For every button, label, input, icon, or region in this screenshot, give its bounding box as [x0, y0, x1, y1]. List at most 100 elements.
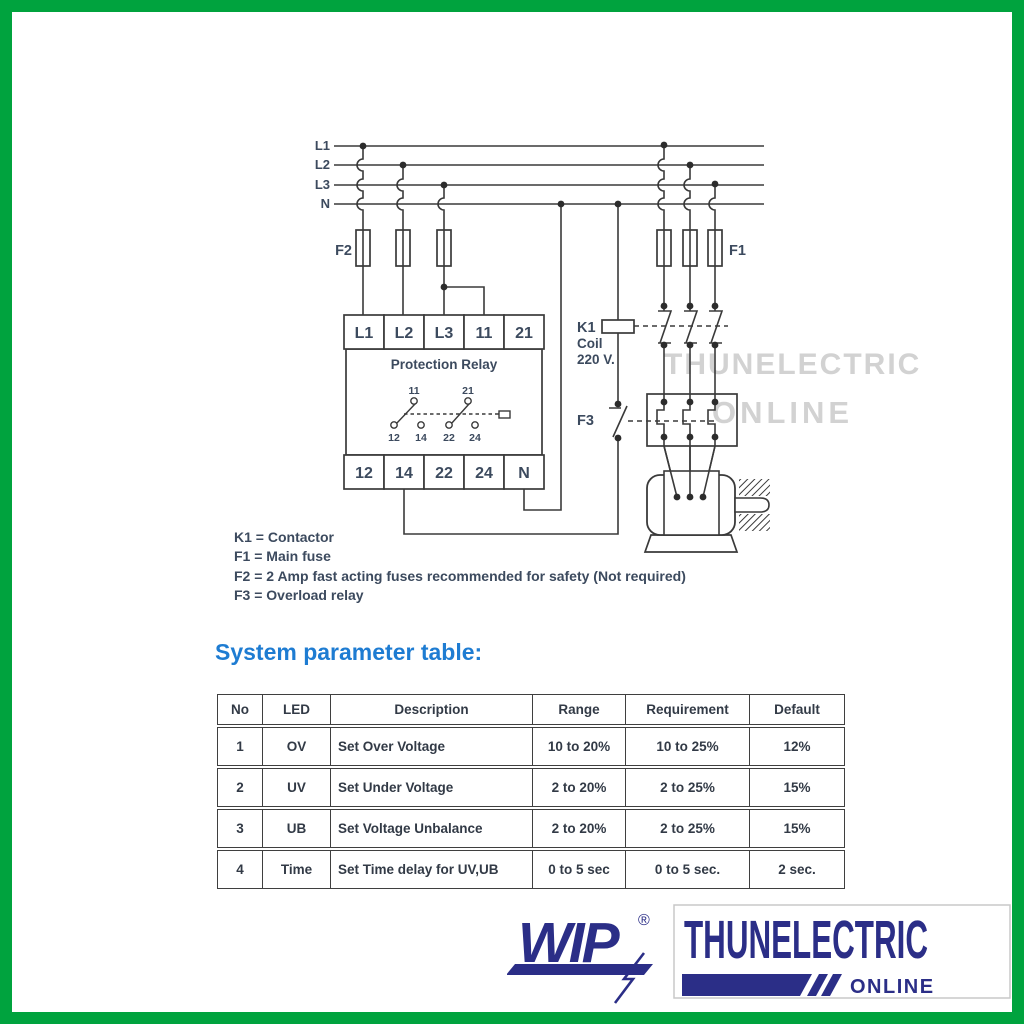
wires — [334, 145, 764, 535]
label-f2: F2 — [335, 243, 352, 259]
col-header-range: Range — [532, 694, 625, 725]
cell-led: UB — [262, 809, 330, 848]
store-logo-text: THUNELECTRIC — [684, 910, 928, 970]
cell-led: OV — [262, 727, 330, 766]
branding: WIP ® THUNELECTRIC ONLINE — [507, 904, 1011, 1004]
tap-l2-wire — [396, 165, 404, 315]
col-header-no: No — [217, 694, 262, 725]
diagram-labels: L1 L2 L3 N F2 F1 K1 Coil 220 V. F3 Prote… — [315, 138, 746, 482]
fuses — [355, 229, 723, 334]
store-logo-sub-text: ONLINE — [850, 976, 935, 998]
cell-default: 12% — [749, 727, 845, 766]
label-coil-voltage: 220 V. — [577, 352, 615, 367]
legend: K1 = Contactor F1 = Main fuse F2 = 2 Amp… — [234, 528, 686, 605]
motor-shaft — [734, 497, 770, 513]
bearing-hatch-top — [739, 479, 770, 496]
motor — [643, 445, 770, 553]
cell-led: UV — [262, 768, 330, 807]
cell-no: 1 — [217, 727, 262, 766]
label-coil: Coil — [577, 336, 603, 351]
cell-led: Time — [262, 850, 330, 889]
table-row: 3 UB Set Voltage Unbalance 2 to 20% 2 to… — [217, 809, 845, 848]
store-logo-bar — [682, 974, 812, 996]
terminal-bot-12: 12 — [355, 465, 373, 482]
cell-description: Set Over Voltage — [330, 727, 532, 766]
table-header-row: No LED Description Range Requirement Def… — [217, 694, 845, 725]
legend-k1: K1 = Contactor — [234, 529, 334, 545]
parameter-table: No LED Description Range Requirement Def… — [217, 692, 845, 891]
bus-label-l3: L3 — [315, 177, 330, 192]
cell-requirement: 10 to 25% — [625, 727, 749, 766]
fuse-f2-2 — [395, 229, 411, 267]
fuse-f1-1 — [656, 229, 672, 267]
terminal-bot-n: N — [518, 465, 530, 482]
contact-point-labels: 11 21 12 14 22 24 — [388, 385, 481, 444]
overload-relay-box — [646, 393, 738, 447]
terminal-bot-22: 22 — [435, 465, 453, 482]
watermark-store-name: THUNELECTRIC — [664, 348, 922, 381]
fuse-f2-1 — [355, 229, 371, 267]
relay-title: Protection Relay — [391, 357, 498, 372]
motor-leads — [663, 445, 716, 498]
phase-a-wire — [656, 145, 678, 498]
watermark-online: ONLINE — [712, 395, 854, 430]
protection-relay-block — [343, 314, 545, 490]
cell-default: 2 sec. — [749, 850, 845, 889]
cell-no: 4 — [217, 850, 262, 889]
cell-description: Set Time delay for UV,UB — [330, 850, 532, 889]
store-logo: THUNELECTRIC ONLINE — [673, 904, 1011, 999]
label-f1: F1 — [729, 243, 746, 259]
cell-default: 15% — [749, 809, 845, 848]
cell-requirement: 2 to 25% — [625, 768, 749, 807]
col-header-requirement: Requirement — [625, 694, 749, 725]
cell-range: 10 to 20% — [532, 727, 625, 766]
wip-logo: WIP ® — [507, 911, 653, 1004]
relay-internal-contacts — [390, 397, 511, 429]
cell-description: Set Under Voltage — [330, 768, 532, 807]
col-header-description: Description — [330, 694, 532, 725]
legend-f3: F3 = Overload relay — [234, 586, 364, 603]
cell-no: 2 — [217, 768, 262, 807]
bus-label-n: N — [321, 196, 330, 211]
tap-l3-wire — [437, 185, 485, 315]
fuse-f1-3 — [707, 229, 723, 267]
terminal-bot-24: 24 — [475, 465, 493, 482]
cell-default: 15% — [749, 768, 845, 807]
terminal-top-l1: L1 — [355, 325, 374, 342]
k1-coil-symbol — [601, 319, 635, 334]
terminal-top-11: 11 — [476, 325, 493, 342]
terminal-top-l2: L2 — [395, 325, 414, 342]
table-row: 4 Time Set Time delay for UV,UB 0 to 5 s… — [217, 850, 845, 889]
label-f3: F3 — [577, 413, 594, 429]
cell-range: 2 to 20% — [532, 809, 625, 848]
relay-terminal-boxes — [343, 314, 545, 490]
fuse-f1-2 — [682, 229, 698, 267]
col-header-default: Default — [749, 694, 845, 725]
legend-f2: F2 = 2 Amp fast acting fuses recommended… — [234, 567, 686, 584]
bus-label-l1: L1 — [315, 138, 330, 153]
relay-terminal-labels: L1 L2 L3 11 21 12 14 22 24 N — [355, 325, 533, 482]
contact-label-21: 21 — [462, 385, 474, 397]
cell-range: 2 to 20% — [532, 768, 625, 807]
coil-branch-wire — [403, 204, 628, 535]
fuse-f2-3 — [436, 229, 452, 267]
terminal-top-l3: L3 — [435, 325, 454, 342]
wiring-diagram: L1 L2 L3 N F2 F1 K1 Coil 220 V. F3 Prote… — [315, 138, 770, 553]
contact-label-14: 14 — [415, 432, 427, 444]
cell-range: 0 to 5 sec — [532, 850, 625, 889]
registered-mark: ® — [638, 912, 650, 929]
terminal-top-21: 21 — [515, 325, 533, 342]
relay-n-wire — [523, 204, 562, 511]
motor-base — [643, 534, 739, 553]
label-k1: K1 — [577, 320, 596, 336]
wip-underline-swoosh — [507, 964, 653, 975]
relay-body — [345, 348, 543, 456]
slash-icon — [821, 974, 842, 996]
legend-f1: F1 = Main fuse — [234, 548, 331, 565]
table-row: 1 OV Set Over Voltage 10 to 20% 10 to 25… — [217, 727, 845, 766]
cell-description: Set Voltage Unbalance — [330, 809, 532, 848]
lightning-bolt-icon — [613, 952, 646, 1004]
contact-label-22: 22 — [443, 432, 455, 444]
cell-requirement: 2 to 25% — [625, 809, 749, 848]
